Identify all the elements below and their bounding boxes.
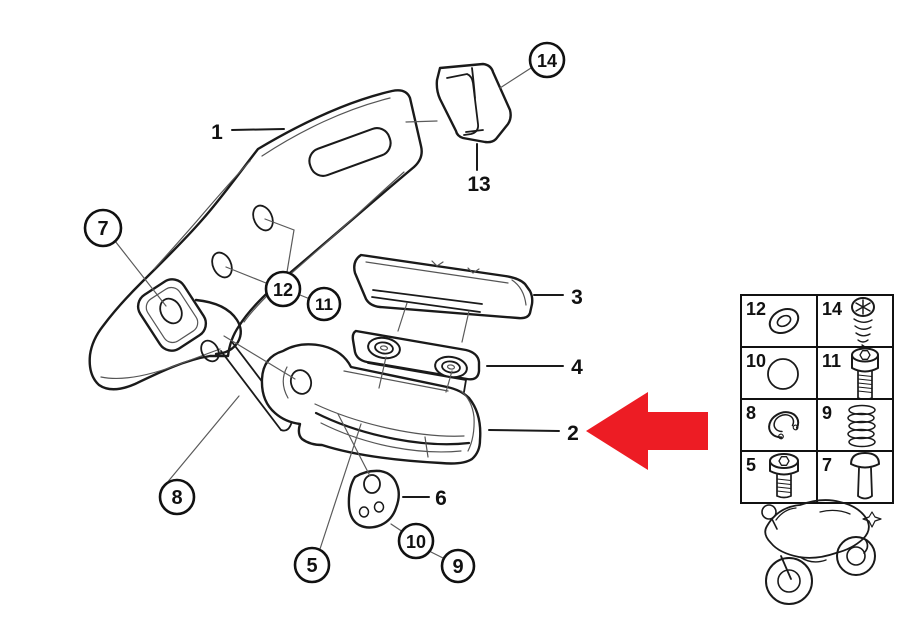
part-6-stop-plate xyxy=(347,469,400,529)
short-socket-screw-icon xyxy=(769,453,799,499)
callout-10[interactable]: 10 xyxy=(397,522,435,560)
parts-table-cell-12[interactable]: 12 xyxy=(740,294,818,348)
socket-head-screw-icon xyxy=(851,347,879,401)
cell-5-num[interactable]: 5 xyxy=(746,455,756,475)
callout-2[interactable]: 2 xyxy=(567,422,579,445)
bracket-hole-lower xyxy=(211,251,233,279)
highlight-arrow xyxy=(586,392,708,470)
callout-3-label[interactable]: 3 xyxy=(571,286,583,309)
plate-stud-right xyxy=(434,355,468,379)
bracket-hole-upper xyxy=(252,204,274,232)
callout-11-label[interactable]: 11 xyxy=(315,295,333,314)
cell-11-num[interactable]: 11 xyxy=(822,351,841,371)
parts-table: 12 14 10 11 xyxy=(740,294,894,504)
callout-14-label[interactable]: 14 xyxy=(537,51,557,71)
callout-12-label[interactable]: 12 xyxy=(273,280,293,300)
part-13-cap xyxy=(435,62,512,144)
snap-ring-icon xyxy=(768,411,800,440)
callout-5-label[interactable]: 5 xyxy=(306,555,317,577)
callout-3[interactable]: 3 xyxy=(571,286,583,309)
leader-lines xyxy=(114,67,564,559)
callout-5[interactable]: 5 xyxy=(293,546,331,584)
bracket-flange xyxy=(136,278,208,352)
callout-12[interactable]: 12 xyxy=(264,270,302,308)
callout-1[interactable]: 1 xyxy=(211,121,223,144)
parts-table-cell-11[interactable]: 11 xyxy=(816,346,894,401)
parts-table-cell-10[interactable]: 10 xyxy=(740,346,818,400)
callout-9[interactable]: 9 xyxy=(440,548,476,584)
footpeg-pivot-hole xyxy=(289,369,313,395)
parts-table-cell-7[interactable]: 7 xyxy=(816,450,894,504)
bracket-plate-hole xyxy=(200,339,220,363)
callout-13-label[interactable]: 13 xyxy=(467,173,490,196)
cell-7-num[interactable]: 7 xyxy=(822,455,832,475)
parts-table-cell-5[interactable]: 5 xyxy=(740,450,818,504)
parts-table-cell-8[interactable]: 8 xyxy=(740,398,818,452)
coil-spring-icon xyxy=(847,404,876,448)
cell-12-num[interactable]: 12 xyxy=(746,299,766,319)
callout-6[interactable]: 6 xyxy=(435,487,447,510)
parts-table-cell-14[interactable]: 14 xyxy=(816,294,894,348)
cell-14-num[interactable]: 14 xyxy=(822,299,842,319)
cell-10-num[interactable]: 10 xyxy=(746,351,766,371)
callout-9-label[interactable]: 9 xyxy=(452,556,463,578)
washer-icon xyxy=(768,308,800,334)
callout-1-label[interactable]: 1 xyxy=(211,121,223,144)
callout-10-label[interactable]: 10 xyxy=(406,532,426,552)
flange-hole xyxy=(159,297,183,325)
cell-8-num[interactable]: 8 xyxy=(746,403,756,423)
callout-13[interactable]: 13 xyxy=(467,173,490,196)
part-3-rubber-pad xyxy=(353,253,534,320)
callout-7-label[interactable]: 7 xyxy=(97,218,108,240)
parts-table-cell-9[interactable]: 9 xyxy=(816,398,894,452)
part-1-bracket xyxy=(88,89,423,391)
cell-9-num[interactable]: 9 xyxy=(822,403,832,423)
callout-4-label[interactable]: 4 xyxy=(571,356,583,379)
callout-7[interactable]: 7 xyxy=(83,208,123,248)
callout-6-label[interactable]: 6 xyxy=(435,487,447,510)
phillips-pan-screw-icon xyxy=(851,297,875,348)
callout-14[interactable]: 14 xyxy=(528,41,566,79)
callout-8[interactable]: 8 xyxy=(158,478,196,516)
ball-icon xyxy=(767,358,799,390)
callout-2-label[interactable]: 2 xyxy=(567,422,579,445)
clevis-pin-icon xyxy=(850,452,880,500)
bracket-slot-hole xyxy=(308,127,392,177)
callout-8-label[interactable]: 8 xyxy=(171,487,182,509)
callout-11[interactable]: 11 xyxy=(306,286,342,322)
callout-4[interactable]: 4 xyxy=(571,356,583,379)
motorcycle-icon xyxy=(761,499,882,605)
part-2-footpeg xyxy=(260,343,482,465)
plate-stud-left xyxy=(367,336,401,360)
